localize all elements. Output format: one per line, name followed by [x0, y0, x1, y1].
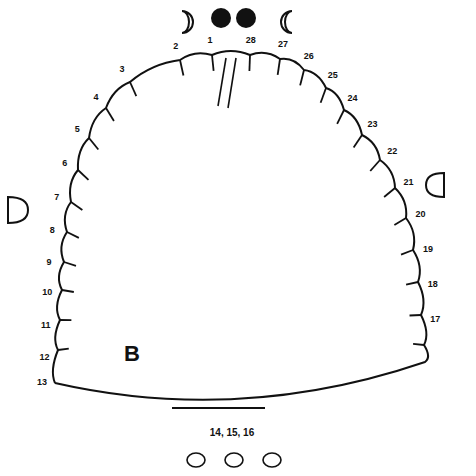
tick-mark [180, 60, 183, 75]
tick-mark [406, 282, 418, 285]
oval [263, 453, 281, 467]
black-dot [211, 8, 231, 28]
tick-mark [321, 88, 326, 103]
tick-mark [64, 262, 76, 266]
tick-mark [354, 135, 362, 148]
callout-number: 19 [423, 245, 433, 254]
center-line [228, 58, 236, 108]
callout-number: 18 [428, 279, 438, 288]
oval [225, 453, 243, 467]
d-symbol [426, 173, 444, 197]
tick-mark [413, 344, 424, 345]
tick-mark [212, 55, 214, 71]
callout-number: 6 [62, 158, 67, 167]
dome-outline [53, 51, 428, 400]
black-dot [236, 8, 256, 28]
tick-mark [58, 349, 69, 350]
tick-mark [60, 319, 71, 321]
callout-number: 22 [387, 147, 397, 156]
tick-mark [384, 188, 395, 197]
tick-mark [278, 59, 280, 75]
oval [187, 453, 205, 467]
callout-number: 24 [348, 93, 358, 102]
tick-mark [89, 138, 98, 150]
moon-symbol [182, 11, 193, 33]
callout-number: 21 [404, 177, 414, 186]
callout-number: 23 [367, 120, 377, 129]
callout-number: 10 [42, 288, 52, 297]
tick-mark [78, 170, 88, 180]
tick-mark [401, 250, 413, 255]
callout-number: 5 [75, 124, 80, 133]
callout-number: 27 [278, 40, 288, 49]
callout-number: 2 [173, 41, 178, 50]
callout-number: 17 [430, 315, 440, 324]
tick-mark [130, 82, 136, 96]
tick-mark [249, 55, 251, 71]
base-line [172, 407, 265, 409]
callout-number: 25 [328, 70, 338, 79]
callout-number: 14, 15, 16 [210, 428, 254, 438]
tick-mark [410, 314, 421, 316]
tick-mark [106, 108, 114, 121]
tick-mark [62, 290, 74, 292]
tick-mark [67, 232, 79, 238]
callout-number: 4 [94, 92, 99, 101]
callout-number: 26 [304, 51, 314, 60]
tick-mark [300, 70, 304, 85]
tick-mark [71, 202, 82, 210]
callout-number: 11 [41, 320, 51, 329]
callout-number: 13 [37, 378, 47, 387]
tick-mark [394, 218, 406, 225]
callout-number: 9 [46, 258, 51, 267]
callout-number: 3 [120, 65, 125, 74]
dome-outline [53, 51, 428, 400]
region-label: B [124, 343, 140, 365]
moon-symbol [281, 11, 292, 33]
d-symbol [8, 197, 28, 223]
callout-number: 8 [50, 225, 55, 234]
callout-number: 28 [246, 36, 256, 45]
center-line [218, 58, 226, 106]
callout-number: 7 [54, 193, 59, 202]
tick-mark [337, 110, 344, 124]
callout-number: 12 [40, 352, 50, 361]
callout-number: 20 [416, 210, 426, 219]
tick-mark [370, 160, 380, 171]
callout-number: 1 [207, 36, 212, 45]
